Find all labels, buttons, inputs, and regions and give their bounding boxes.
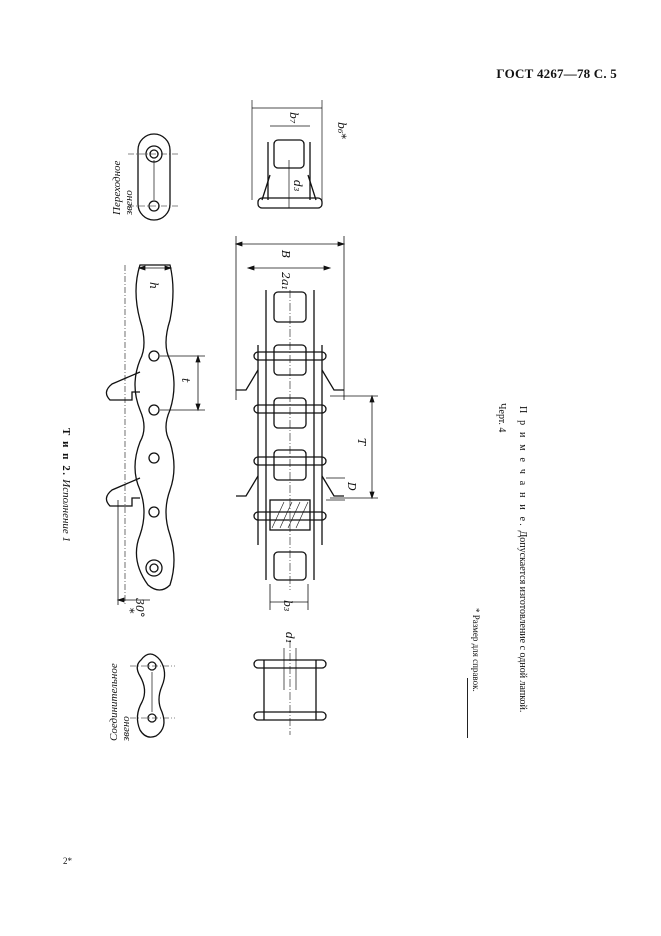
- document-header: ГОСТ 4267—78 С. 5: [496, 66, 617, 81]
- chain-side-view: [105, 264, 175, 606]
- note-prefix: П р и м е ч а н и е.: [517, 406, 528, 528]
- dim-h: [137, 265, 173, 271]
- dim-d1-label: d₁: [283, 632, 296, 643]
- dim-t-label: t: [179, 378, 192, 383]
- dim-D-label: D: [345, 481, 358, 491]
- dim-T-label: T: [355, 438, 368, 447]
- figure-label: Черт. 4: [496, 403, 507, 433]
- chain-top-view: [236, 290, 344, 590]
- dim-B-2a1: [234, 236, 346, 400]
- dim-angle-label: 30°: [133, 598, 146, 618]
- dim-angle-star: *: [123, 608, 136, 614]
- footnote-rule: [467, 678, 468, 738]
- dim-T-D: [326, 394, 378, 501]
- connecting-link-top-view: [253, 640, 327, 735]
- dim-b6-label: b₆*: [335, 122, 348, 139]
- transition-link-top-view: [251, 100, 323, 209]
- dim-angle: [116, 500, 150, 605]
- dim-B-label: B: [279, 249, 292, 258]
- dim-d3-label: d₃: [291, 180, 304, 191]
- transition-link-plate: [128, 133, 180, 221]
- footnote: * Размер для справок.: [471, 608, 481, 692]
- note: П р и м е ч а н и е. Допускается изготов…: [517, 406, 528, 712]
- dim-b3-label: b₃: [281, 600, 294, 611]
- dim-2a1-label: 2a₁: [279, 271, 292, 290]
- connecting-link-plate: [130, 653, 175, 738]
- dim-h-label: h: [147, 282, 160, 289]
- dim-b3: [269, 584, 309, 610]
- dim-t: [160, 354, 205, 412]
- note-text: Допускается изготовление с одной лапкой.: [517, 530, 528, 713]
- page-number: 2*: [63, 856, 72, 866]
- dim-b7-label: b₇: [287, 112, 300, 124]
